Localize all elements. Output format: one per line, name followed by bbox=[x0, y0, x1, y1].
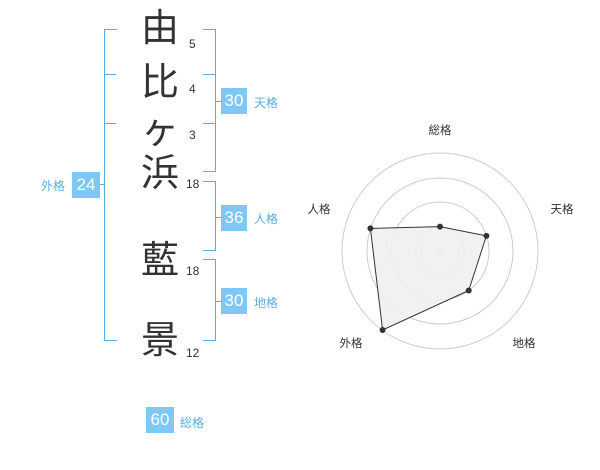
tenkaku-score: 30 bbox=[221, 88, 247, 114]
radar-point-jinkaku bbox=[367, 225, 374, 232]
radar-point-soukaku bbox=[437, 223, 443, 230]
tenkaku-bracket bbox=[203, 29, 216, 172]
jinkaku-label: 人格 bbox=[254, 212, 279, 226]
stroke-count-1: 5 bbox=[189, 37, 196, 51]
name-char-6: 景 bbox=[140, 318, 179, 362]
name-char-2: 比 bbox=[140, 60, 179, 104]
radar-point-tenkaku bbox=[483, 232, 490, 239]
radar-label-chikaku: 地格 bbox=[513, 336, 536, 350]
stroke-count-3: 3 bbox=[189, 128, 196, 142]
name-char-5: 藍 bbox=[140, 238, 179, 282]
stroke-count-4: 18 bbox=[186, 177, 200, 191]
chikaku-label: 地格 bbox=[254, 296, 279, 310]
radar-label-jinkaku: 人格 bbox=[308, 202, 331, 216]
radar-ring-2 bbox=[366, 177, 514, 325]
stroke-count-6: 12 bbox=[186, 346, 200, 360]
radar-point-gaikaku bbox=[379, 327, 386, 333]
radar-label-gaikaku: 外格 bbox=[340, 336, 363, 350]
chikaku-score: 30 bbox=[221, 288, 247, 314]
bracket-tick bbox=[215, 301, 221, 302]
radar-point-chikaku bbox=[465, 287, 472, 294]
stroke-count-2: 4 bbox=[189, 82, 196, 96]
soukaku-label: 総格 bbox=[180, 416, 205, 430]
name-char-1: 由 bbox=[140, 6, 179, 50]
radar-ring-1 bbox=[341, 152, 539, 350]
name-char-3: ヶ bbox=[140, 108, 179, 152]
gaikaku-bracket bbox=[104, 29, 117, 341]
bracket-tick bbox=[203, 123, 215, 124]
radar-label-tenkaku: 天格 bbox=[551, 202, 574, 216]
bracket-tick bbox=[215, 101, 221, 102]
soukaku-score: 60 bbox=[146, 407, 174, 433]
gaikaku-score: 24 bbox=[72, 172, 100, 198]
jinkaku-bracket bbox=[203, 181, 216, 251]
radar-label-soukaku: 総格 bbox=[429, 123, 452, 137]
bracket-tick bbox=[104, 74, 116, 75]
bracket-tick bbox=[104, 123, 116, 124]
radar-polygon bbox=[369, 226, 488, 331]
jinkaku-score: 36 bbox=[221, 205, 247, 231]
stroke-count-5: 18 bbox=[186, 264, 200, 278]
bracket-tick bbox=[215, 217, 221, 218]
gaikaku-label: 外格 bbox=[41, 179, 66, 193]
bracket-tick bbox=[203, 74, 215, 75]
chikaku-bracket bbox=[203, 259, 216, 341]
tenkaku-label: 天格 bbox=[254, 96, 279, 110]
name-char-4: 浜 bbox=[140, 151, 179, 195]
